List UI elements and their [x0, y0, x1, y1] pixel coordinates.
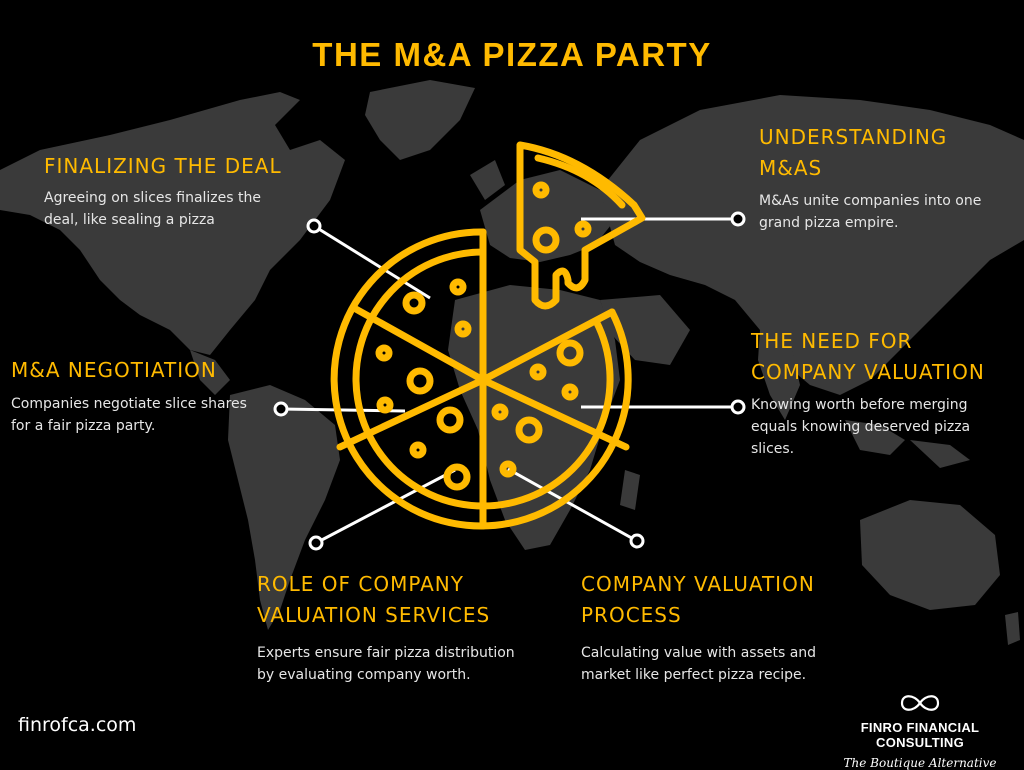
section-title-line1: ROLE OF COMPANY	[257, 572, 464, 596]
section-title-line1: UNDERSTANDING	[759, 125, 948, 149]
section-description: Experts ensure fair pizza distribution b…	[257, 645, 515, 683]
topping	[499, 460, 517, 478]
section-process: COMPANY VALUATION PROCESS Calculating va…	[581, 569, 841, 686]
section-finalizing-deal: FINALIZING THE DEAL Agreeing on slices f…	[44, 151, 294, 231]
topping	[406, 367, 434, 395]
section-description: Calculating value with assets and market…	[581, 645, 817, 683]
connector-dot-need-valuation	[730, 399, 746, 415]
connector-role-services	[315, 468, 456, 545]
connector-process	[507, 467, 638, 543]
brand-name: FINRO FINANCIAL CONSULTING	[860, 720, 980, 750]
topping	[515, 416, 543, 444]
section-title-line2: COMPANY VALUATION	[751, 360, 985, 384]
section-title-line2: VALUATION SERVICES	[257, 603, 491, 627]
connector-dot-finalizing	[306, 218, 322, 234]
connector-dot-understanding	[730, 211, 746, 227]
section-negotiation: M&A NEGOTIATION Companies negotiate slic…	[11, 355, 261, 437]
topping	[402, 291, 426, 315]
section-title: M&A NEGOTIATION	[11, 358, 217, 382]
section-description: Companies negotiate slice shares for a f…	[11, 396, 247, 434]
topping	[436, 406, 464, 434]
topping	[532, 181, 550, 199]
section-title-line1: THE NEED FOR	[751, 329, 913, 353]
topping	[491, 403, 509, 421]
connector-finalizing	[313, 224, 431, 300]
connector-dot-role-services	[308, 535, 324, 551]
section-need-valuation: THE NEED FOR COMPANY VALUATION Knowing w…	[751, 326, 1011, 460]
infinity-icon	[900, 695, 940, 711]
pizza-crust-inner	[352, 248, 614, 510]
brand-block: FINRO FINANCIAL CONSULTING The Boutique …	[830, 692, 1010, 770]
topping	[449, 278, 467, 296]
topping	[561, 383, 579, 401]
connectors	[273, 211, 746, 551]
page-title: THE M&A PIZZA PARTY	[312, 36, 712, 73]
section-title-line2: PROCESS	[581, 603, 682, 627]
slice-cut-4	[336, 376, 487, 451]
topping	[532, 226, 560, 254]
section-description: Knowing worth before merging equals know…	[751, 397, 971, 457]
topping	[376, 396, 394, 414]
section-description: Agreeing on slices finalizes the deal, l…	[44, 190, 261, 228]
brand-tagline: The Boutique Alternative	[843, 756, 997, 770]
connector-dot-negotiation	[273, 401, 289, 417]
slice-cut-6	[479, 376, 630, 451]
section-title-line2: M&AS	[759, 156, 823, 180]
topping	[574, 220, 592, 238]
slice-crust-line	[534, 154, 626, 209]
topping	[409, 441, 427, 459]
topping	[375, 344, 393, 362]
connector-dot-process	[629, 533, 645, 549]
slice-cut-3	[350, 304, 487, 384]
topping	[556, 339, 584, 367]
topping	[443, 463, 471, 491]
topping	[529, 363, 547, 381]
topping	[454, 320, 472, 338]
section-role-services: ROLE OF COMPANY VALUATION SERVICES Exper…	[257, 569, 517, 686]
pizza-crust-outer	[330, 228, 632, 530]
section-title-line1: COMPANY VALUATION	[581, 572, 815, 596]
slice-cut-2	[479, 308, 616, 384]
pizza-drawing	[330, 141, 646, 530]
pizza-slice	[516, 141, 646, 310]
section-description: M&As unite companies into one grand pizz…	[759, 193, 982, 231]
website-link[interactable]: finrofca.com	[18, 714, 137, 736]
section-title: FINALIZING THE DEAL	[44, 154, 282, 178]
section-understanding: UNDERSTANDING M&AS M&As unite companies …	[759, 122, 1009, 234]
